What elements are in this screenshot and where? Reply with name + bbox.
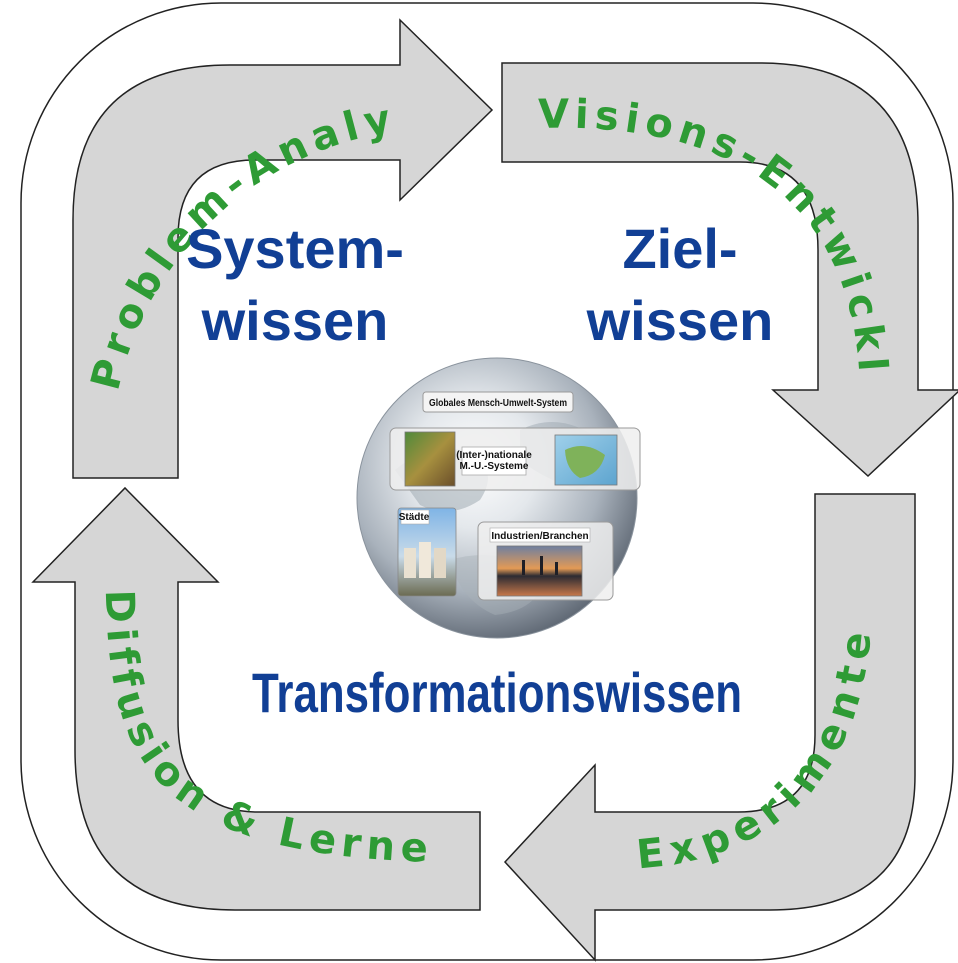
label-ziel-line1: Ziel-: [622, 217, 737, 280]
germany-map-icon: [404, 431, 456, 487]
label-system-line2: wissen: [201, 289, 389, 352]
label-transformationswissen: Transformationswissen: [252, 661, 742, 724]
arrow-problem-analyse: [72, 18, 494, 479]
globe-icon: Globales Mensch-Umwelt-System (Inter-)na…: [356, 357, 641, 639]
label-cities: Städte: [399, 512, 430, 523]
label-system-line1: System-: [186, 217, 404, 280]
label-global-system: Globales Mensch-Umwelt-System: [429, 398, 567, 409]
label-national-line2: M.-U.-Systeme: [460, 461, 529, 472]
label-ziel-line2: wissen: [586, 289, 774, 352]
label-industries: Industrien/Branchen: [491, 531, 588, 542]
label-national-line1: (Inter-)nationale: [456, 450, 532, 461]
outer-frame: [20, 2, 954, 961]
arrow-visions-entwicklung: [501, 62, 958, 478]
arrow-diffusion-lernen: [31, 486, 481, 911]
panel-global-system: [422, 391, 574, 413]
arrow-experimente: [503, 493, 916, 962]
industry-photo: [496, 545, 583, 597]
